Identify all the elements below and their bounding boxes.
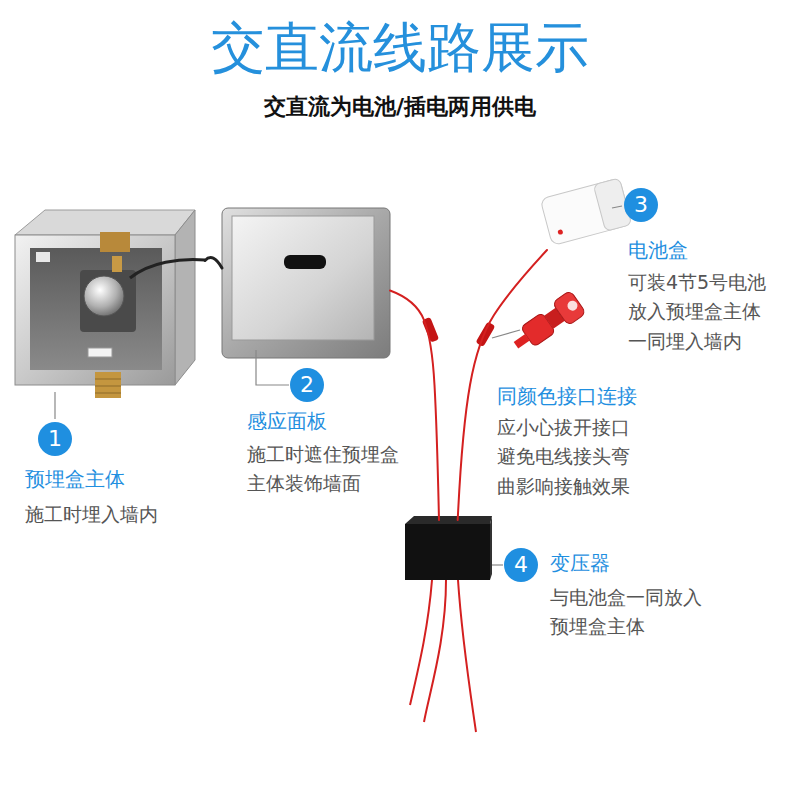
- part-note: 施工时遮住预埋盒 主体装饰墙面: [247, 440, 409, 499]
- callout-number: 1: [38, 422, 72, 456]
- sensor-panel-picture: [222, 208, 390, 358]
- subtitle: 交直流为电池/插电两用供电: [0, 92, 800, 122]
- component-node: 同颜色接口连接应小心拔开接口 避免电线接头弯 曲影响接触效果: [520, 285, 585, 355]
- component-node: 电池盒可装4节5号电池 放入预埋盒主体 一同埋入墙内: [535, 180, 635, 250]
- diagram-title: 交直流线路展示: [0, 12, 800, 85]
- component-node: 感应面板施工时遮住预埋盒 主体装饰墙面: [222, 208, 390, 358]
- leader-line: [492, 564, 503, 565]
- input-wire: [424, 580, 446, 722]
- transformer-picture: [405, 516, 492, 580]
- part-heading: 预埋盒主体: [25, 466, 125, 493]
- callout-number: 4: [504, 548, 538, 582]
- leader-line: [54, 392, 55, 419]
- part-heading: 感应面板: [247, 408, 327, 435]
- leader-line: [492, 330, 520, 338]
- leader-line: [256, 350, 289, 385]
- leader-line: [612, 206, 622, 208]
- battery-box-picture: [540, 178, 632, 246]
- wire-connector: [205, 258, 222, 268]
- input-wire: [410, 580, 432, 705]
- callout-number: 3: [624, 188, 658, 222]
- component-node: 变压器与电池盒一同放入 预埋盒主体: [405, 520, 490, 580]
- embedded-box-picture: [15, 210, 205, 398]
- part-note: 可装4节5号电池 放入预埋盒主体 一同埋入墙内: [628, 268, 771, 356]
- part-heading: 变压器: [550, 550, 610, 577]
- callout-number: 2: [290, 368, 324, 402]
- component-node: 预埋盒主体施工时埋入墙内: [15, 205, 205, 390]
- part-heading: 同颜色接口连接: [497, 383, 637, 410]
- wire-connector: [390, 291, 439, 521]
- connector-plug-picture: [508, 290, 586, 357]
- wire-sleeve: [476, 322, 496, 347]
- part-note: 施工时埋入墙内: [25, 500, 187, 529]
- input-wire: [458, 580, 476, 732]
- part-heading: 电池盒: [628, 237, 688, 264]
- part-note: 应小心拔开接口 避免电线接头弯 曲影响接触效果: [497, 413, 640, 501]
- part-note: 与电池盒一同放入 预埋盒主体: [550, 583, 712, 642]
